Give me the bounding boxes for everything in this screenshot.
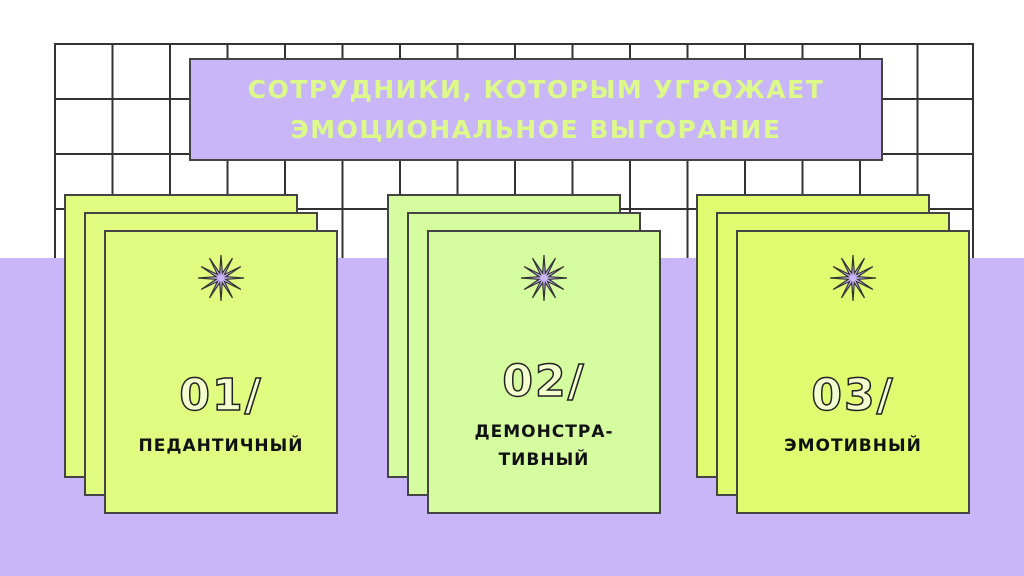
star-icon [829, 254, 877, 302]
card-label-line-1: ДЕМОНСТРА- [474, 422, 614, 442]
card-label: ЭМОТИВНЫЙ [784, 432, 922, 460]
card-label-line-1: ПЕДАНТИЧНЫЙ [138, 436, 304, 456]
slide-title: СОТРУДНИКИ, КОТОРЫМ УГРОЖАЕТ ЭМОЦИОНАЛЬН… [189, 58, 883, 161]
star-icon [520, 254, 568, 302]
title-line-1: СОТРУДНИКИ, КОТОРЫМ УГРОЖАЕТ [247, 74, 825, 104]
card: 03/ ЭМОТИВНЫЙ [736, 230, 970, 514]
card-label-line-2: ТИВНЫЙ [498, 450, 590, 470]
card-label: ПЕДАНТИЧНЫЙ [139, 432, 304, 460]
title-line-2: ЭМОЦИОНАЛЬНОЕ ВЫГОРАНИЕ [290, 114, 782, 144]
card-number: 03/ [811, 369, 895, 422]
star-icon [197, 254, 245, 302]
card-number: 01/ [179, 369, 263, 422]
card: 01/ ПЕДАНТИЧНЫЙ [104, 230, 338, 514]
card-label: ДЕМОНСТРА- ТИВНЫЙ [474, 418, 613, 474]
card-label-line-1: ЭМОТИВНЫЙ [784, 436, 922, 456]
card-number: 02/ [502, 355, 586, 408]
card: 02/ ДЕМОНСТРА- ТИВНЫЙ [427, 230, 661, 514]
